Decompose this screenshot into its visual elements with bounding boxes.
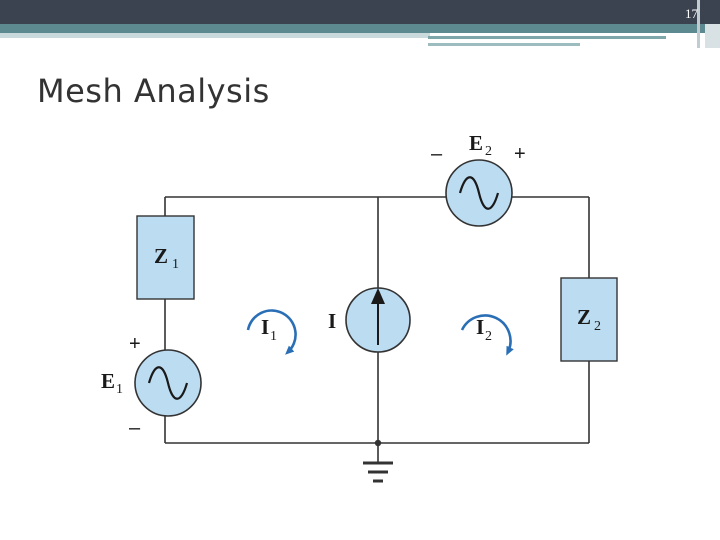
e1-subscript: 1 — [116, 382, 123, 397]
voltage-source-e2: E 2 – + — [431, 131, 526, 227]
e1-plus-sign: + — [129, 333, 141, 355]
impedance-z1: Z 1 — [136, 215, 195, 300]
e2-label: E — [469, 131, 483, 155]
z1-label: Z — [154, 244, 168, 268]
mesh-i1-subscript: 1 — [270, 329, 277, 344]
e2-plus-sign: + — [514, 143, 526, 165]
mesh-i2-label: I — [476, 315, 484, 339]
z2-subscript: 2 — [594, 319, 601, 334]
z1-subscript: 1 — [172, 257, 179, 272]
mesh-current-i2: I 2 — [460, 314, 514, 356]
header-accent-line-short — [428, 43, 580, 46]
junction-dot — [374, 439, 382, 447]
e1-minus-sign: – — [129, 417, 141, 439]
header-light-band — [0, 33, 430, 38]
header-edge-block — [705, 24, 720, 48]
page-number: 17 — [685, 6, 698, 21]
current-source-label: I — [328, 309, 336, 333]
impedance-z2: Z 2 — [560, 277, 618, 362]
e1-label: E — [101, 369, 115, 393]
header-bar — [0, 0, 720, 24]
e2-minus-sign: – — [431, 143, 443, 165]
z2-label: Z — [577, 305, 591, 329]
header-accent-band — [0, 24, 705, 33]
current-source-i: I — [328, 287, 411, 353]
slide-title: Mesh Analysis — [37, 72, 270, 110]
e2-subscript: 2 — [485, 144, 492, 159]
header-accent-line — [428, 36, 666, 39]
mesh-i2-subscript: 2 — [485, 329, 492, 344]
voltage-source-e1: E 1 + – — [101, 333, 202, 439]
mesh-i1-label: I — [261, 315, 269, 339]
ground-icon — [363, 461, 393, 483]
header-edge-strip — [697, 0, 700, 48]
mesh-current-i1: I 1 — [246, 309, 297, 355]
